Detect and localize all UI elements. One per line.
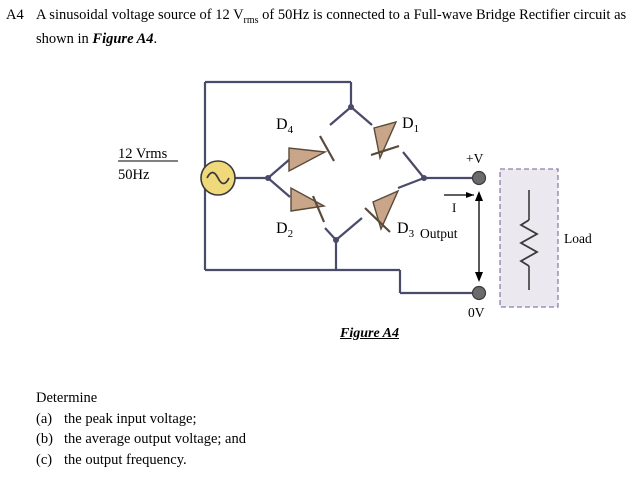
- source-label-frequency: 50Hz: [118, 167, 150, 183]
- determine-tag-c: (c): [36, 451, 53, 468]
- label-zero-v: 0V: [468, 305, 485, 320]
- determine-text-c: the output frequency.: [64, 451, 187, 468]
- determine-item-b: (b) the average output voltage; and: [36, 429, 246, 450]
- determine-item-c: (c) the output frequency.: [36, 450, 246, 471]
- question-figure-ref: Figure A4: [92, 30, 154, 47]
- circuit-wires: [203, 80, 478, 295]
- diode-label-d2: D2: [276, 220, 293, 240]
- diode-label-d4: D4: [276, 116, 294, 136]
- current-arrow: [444, 192, 474, 198]
- determine-tag-a: (a): [36, 410, 53, 427]
- determine-text-b: the average output voltage; and: [64, 431, 246, 447]
- question-line2-post: .: [153, 30, 158, 47]
- question-text: A sinusoidal voltage source of 12 Vrms o…: [36, 6, 640, 49]
- label-load: Load: [564, 231, 592, 246]
- question-line1-pre: A sinusoidal voltage source of 12 V: [36, 7, 244, 23]
- diode-d2: [290, 186, 327, 223]
- load-block: [499, 168, 559, 308]
- determine-tag-b: (b): [36, 431, 53, 447]
- determine-text-a: the peak input voltage;: [64, 410, 197, 427]
- ac-voltage-source: [200, 160, 236, 196]
- circuit-junctions: [265, 104, 427, 243]
- question-number: A4: [6, 7, 24, 23]
- terminal-zero-v: [471, 285, 487, 301]
- diode-label-d1: D1: [402, 115, 419, 135]
- question-line2-pre: Rectifier circuit as shown in: [36, 7, 627, 47]
- label-plus-v: +V: [466, 151, 484, 166]
- label-output: Output: [420, 226, 458, 241]
- question-line1-mid: of 50Hz is connected to a Full-wave Brid…: [258, 7, 516, 23]
- output-terminals: [471, 170, 487, 301]
- output-arrow: [475, 191, 483, 282]
- determine-section: Determine (a) the peak input voltage; (b)…: [36, 388, 246, 470]
- diode-d4: [288, 135, 335, 173]
- diode-d3: [364, 189, 400, 233]
- terminal-plus-v: [471, 170, 487, 186]
- source-label-vrms: 12 Vrms: [118, 146, 168, 162]
- diode-d1: [370, 120, 400, 161]
- figure-caption: Figure A4: [340, 326, 399, 341]
- circuit-diagram: 12 Vrms 50Hz D4 D1 D2 D3 +V 0V I: [0, 60, 640, 360]
- label-current: I: [452, 200, 456, 215]
- diode-label-d3: D3: [397, 220, 415, 240]
- diode-labels: D4 D1 D2 D3: [276, 115, 419, 240]
- question-line1-sub: rms: [243, 14, 259, 26]
- determine-item-a: (a) the peak input voltage;: [36, 409, 246, 430]
- determine-heading: Determine: [36, 390, 98, 406]
